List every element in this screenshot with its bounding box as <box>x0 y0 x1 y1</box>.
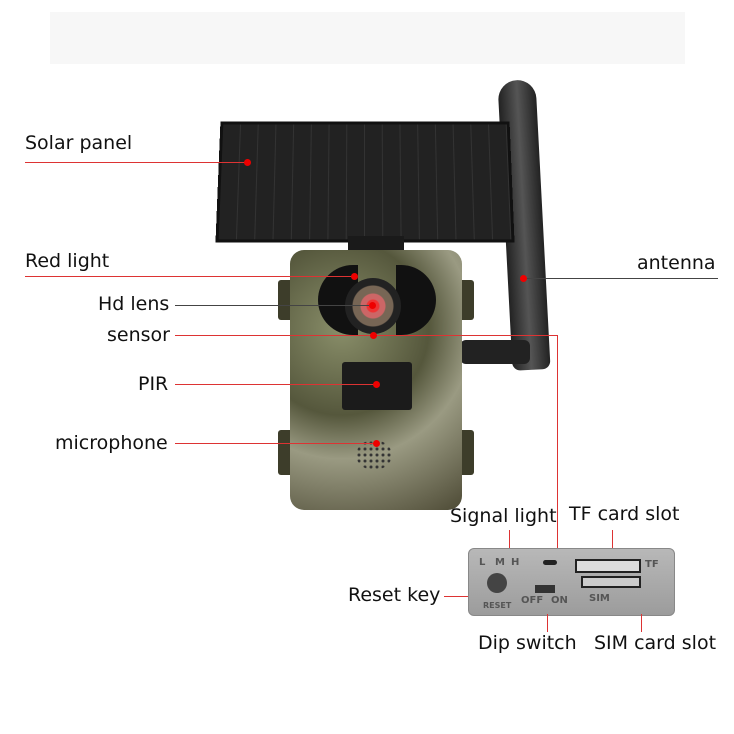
label-sim-card-slot: SIM card slot <box>594 632 717 654</box>
reset-label: RESET <box>483 601 512 610</box>
line-dip <box>547 614 548 632</box>
line-tf <box>612 530 613 548</box>
line-reset <box>444 596 468 597</box>
label-red-light: Red light <box>25 250 110 272</box>
line-sensor-down <box>557 335 558 548</box>
dot-sensor <box>370 332 377 339</box>
line-red-light <box>25 276 355 277</box>
led-h-label: H <box>511 557 520 568</box>
line-pir <box>175 384 377 385</box>
dot-microphone <box>373 440 380 447</box>
line-antenna <box>524 278 718 279</box>
line-sim <box>641 614 642 632</box>
label-sensor: sensor <box>107 324 170 346</box>
tf-label: TF <box>645 559 659 570</box>
signal-light <box>543 560 557 565</box>
dip-switch[interactable] <box>535 585 555 593</box>
line-hd-lens <box>175 305 372 306</box>
label-reset-key: Reset key <box>348 584 441 606</box>
dot-red-light <box>351 273 358 280</box>
off-label: OFF <box>521 595 544 606</box>
label-antenna: antenna <box>637 252 716 274</box>
line-signal <box>509 530 510 548</box>
led-m-label: M <box>495 557 505 568</box>
line-solar <box>25 162 248 163</box>
label-hd-lens: Hd lens <box>98 293 170 315</box>
side-panel: L M H RESET OFF ON TF SIM <box>468 548 675 616</box>
dot-antenna <box>520 275 527 282</box>
led-l-label: L <box>479 557 486 568</box>
panel-mount <box>348 236 404 254</box>
solar-panel-image <box>215 121 515 243</box>
label-pir: PIR <box>138 373 169 395</box>
on-label: ON <box>551 595 568 606</box>
label-solar-panel: Solar panel <box>25 132 133 154</box>
tf-card-slot[interactable] <box>575 559 641 573</box>
sim-label: SIM <box>589 593 610 604</box>
antenna-arm <box>460 340 530 364</box>
dot-hd-lens <box>369 302 376 309</box>
header-band <box>50 12 685 64</box>
strap-right-bottom <box>458 430 474 475</box>
label-signal-light: Signal light <box>450 505 557 527</box>
label-microphone: microphone <box>55 432 168 454</box>
dot-solar <box>244 159 251 166</box>
strap-right-top <box>458 280 474 320</box>
sim-card-slot[interactable] <box>581 576 641 588</box>
label-dip-switch: Dip switch <box>478 632 577 654</box>
line-sensor <box>175 335 557 336</box>
dot-pir <box>373 381 380 388</box>
line-microphone <box>175 443 377 444</box>
label-tf-card-slot: TF card slot <box>569 503 680 525</box>
reset-button[interactable] <box>487 573 507 593</box>
